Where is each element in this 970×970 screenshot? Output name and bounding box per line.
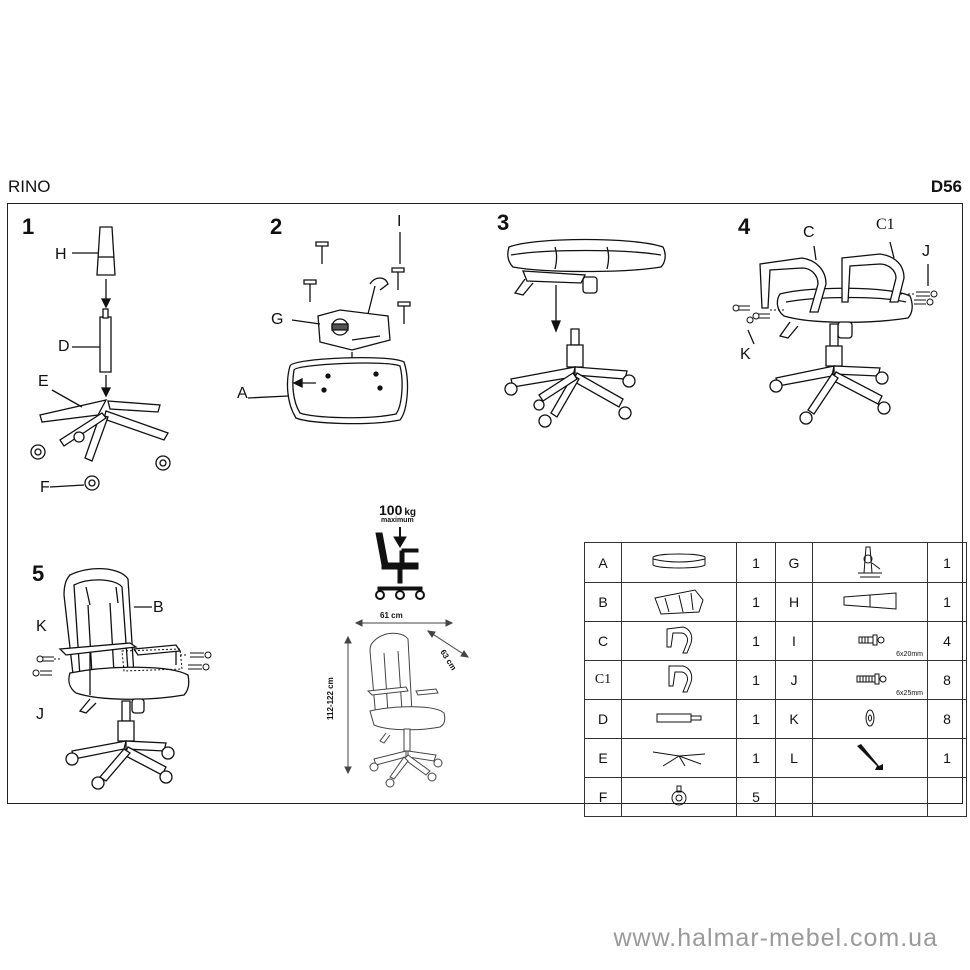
table-row: A 1 G 1	[584, 542, 967, 583]
label-d: D	[58, 338, 70, 355]
capacity-note: maximum	[381, 517, 414, 524]
part-letter: L	[775, 738, 813, 778]
label-c: C	[803, 224, 815, 241]
table-row: D 1 K 8	[584, 699, 967, 739]
dimension-height: 112-122 cm	[326, 677, 335, 720]
label-k5: K	[36, 618, 47, 635]
mechanism-icon	[812, 542, 928, 583]
table-row: C 1 I 6x20mm 4	[584, 621, 967, 661]
table-row: F 5	[584, 777, 967, 817]
label-g: G	[271, 311, 284, 328]
part-qty: 8	[927, 660, 967, 700]
bolt-size-spec: 6x25mm	[896, 690, 923, 697]
part-letter: C	[584, 621, 622, 661]
table-row: E 1 L 1	[584, 738, 967, 778]
bolt-size-spec: 6x20mm	[896, 651, 923, 658]
step-3-number: 3	[497, 210, 510, 235]
empty-cell	[812, 777, 928, 817]
armrest-icon	[621, 660, 737, 700]
step-5-number: 5	[32, 561, 45, 586]
table-row: B 1 H 1	[584, 582, 967, 622]
product-code: D56	[930, 177, 962, 196]
label-k: K	[740, 346, 751, 363]
part-qty: 1	[736, 699, 776, 739]
part-letter: D	[584, 699, 622, 739]
bolt-icon: 6x20mm	[812, 621, 928, 661]
part-qty: 1	[927, 582, 967, 622]
step-2-illustration	[240, 230, 430, 430]
gas-cover-icon	[812, 582, 928, 622]
step-5-illustration	[30, 565, 230, 790]
seat-icon	[621, 542, 737, 583]
part-letter: B	[584, 582, 622, 622]
part-letter: C1	[584, 660, 622, 700]
part-letter: I	[775, 621, 813, 661]
label-b: B	[153, 599, 164, 616]
label-j5: J	[36, 706, 44, 723]
part-qty: 1	[736, 582, 776, 622]
label-f: F	[40, 479, 50, 496]
label-c1: C1	[876, 216, 895, 233]
part-qty: 1	[736, 542, 776, 583]
part-letter: A	[584, 542, 622, 583]
armrest-icon	[621, 621, 737, 661]
gas-lift-icon	[621, 699, 737, 739]
part-letter: E	[584, 738, 622, 778]
empty-cell	[927, 777, 967, 817]
label-h: H	[55, 246, 67, 263]
star-base-icon	[621, 738, 737, 778]
step-4-illustration	[730, 240, 950, 430]
part-letter: H	[775, 582, 813, 622]
capacity-unit: kg	[404, 507, 417, 518]
parts-table: A 1 G 1 B 1 H 1 C 1 I 6x20mm 4	[584, 542, 967, 817]
part-letter: F	[584, 777, 622, 817]
part-letter: K	[775, 699, 813, 739]
backrest-icon	[621, 582, 737, 622]
dimension-chair-illustration	[340, 615, 470, 795]
step-3-illustration	[495, 235, 675, 435]
label-e: E	[38, 373, 49, 390]
label-j: J	[922, 243, 930, 260]
step-2-number: 2	[270, 214, 283, 239]
part-qty: 1	[736, 660, 776, 700]
label-a: A	[237, 385, 248, 402]
table-row: C1 1 J 6x25mm 8	[584, 660, 967, 700]
part-qty: 4	[927, 621, 967, 661]
dimension-width: 61 cm	[380, 611, 403, 620]
step-4-number: 4	[738, 214, 751, 239]
bolt-icon: 6x25mm	[812, 660, 928, 700]
part-letter: J	[775, 660, 813, 700]
instruction-frame	[7, 203, 963, 804]
label-i: I	[397, 213, 402, 230]
part-qty: 1	[927, 738, 967, 778]
washer-icon	[812, 699, 928, 739]
capacity-chair-icon	[368, 525, 428, 603]
footer-url: www.halmar-mebel.com.ua	[613, 924, 938, 952]
part-qty: 1	[927, 542, 967, 583]
capacity-value: 100	[379, 502, 403, 518]
part-qty: 5	[736, 777, 776, 817]
part-letter: G	[775, 542, 813, 583]
step-1-illustration	[20, 215, 200, 500]
part-qty: 8	[927, 699, 967, 739]
caster-icon	[621, 777, 737, 817]
step-1-number: 1	[22, 214, 35, 239]
part-qty: 1	[736, 621, 776, 661]
part-qty: 1	[736, 738, 776, 778]
model-name: RINO	[8, 177, 51, 196]
allen-key-icon	[812, 738, 928, 778]
empty-cell	[775, 777, 813, 817]
